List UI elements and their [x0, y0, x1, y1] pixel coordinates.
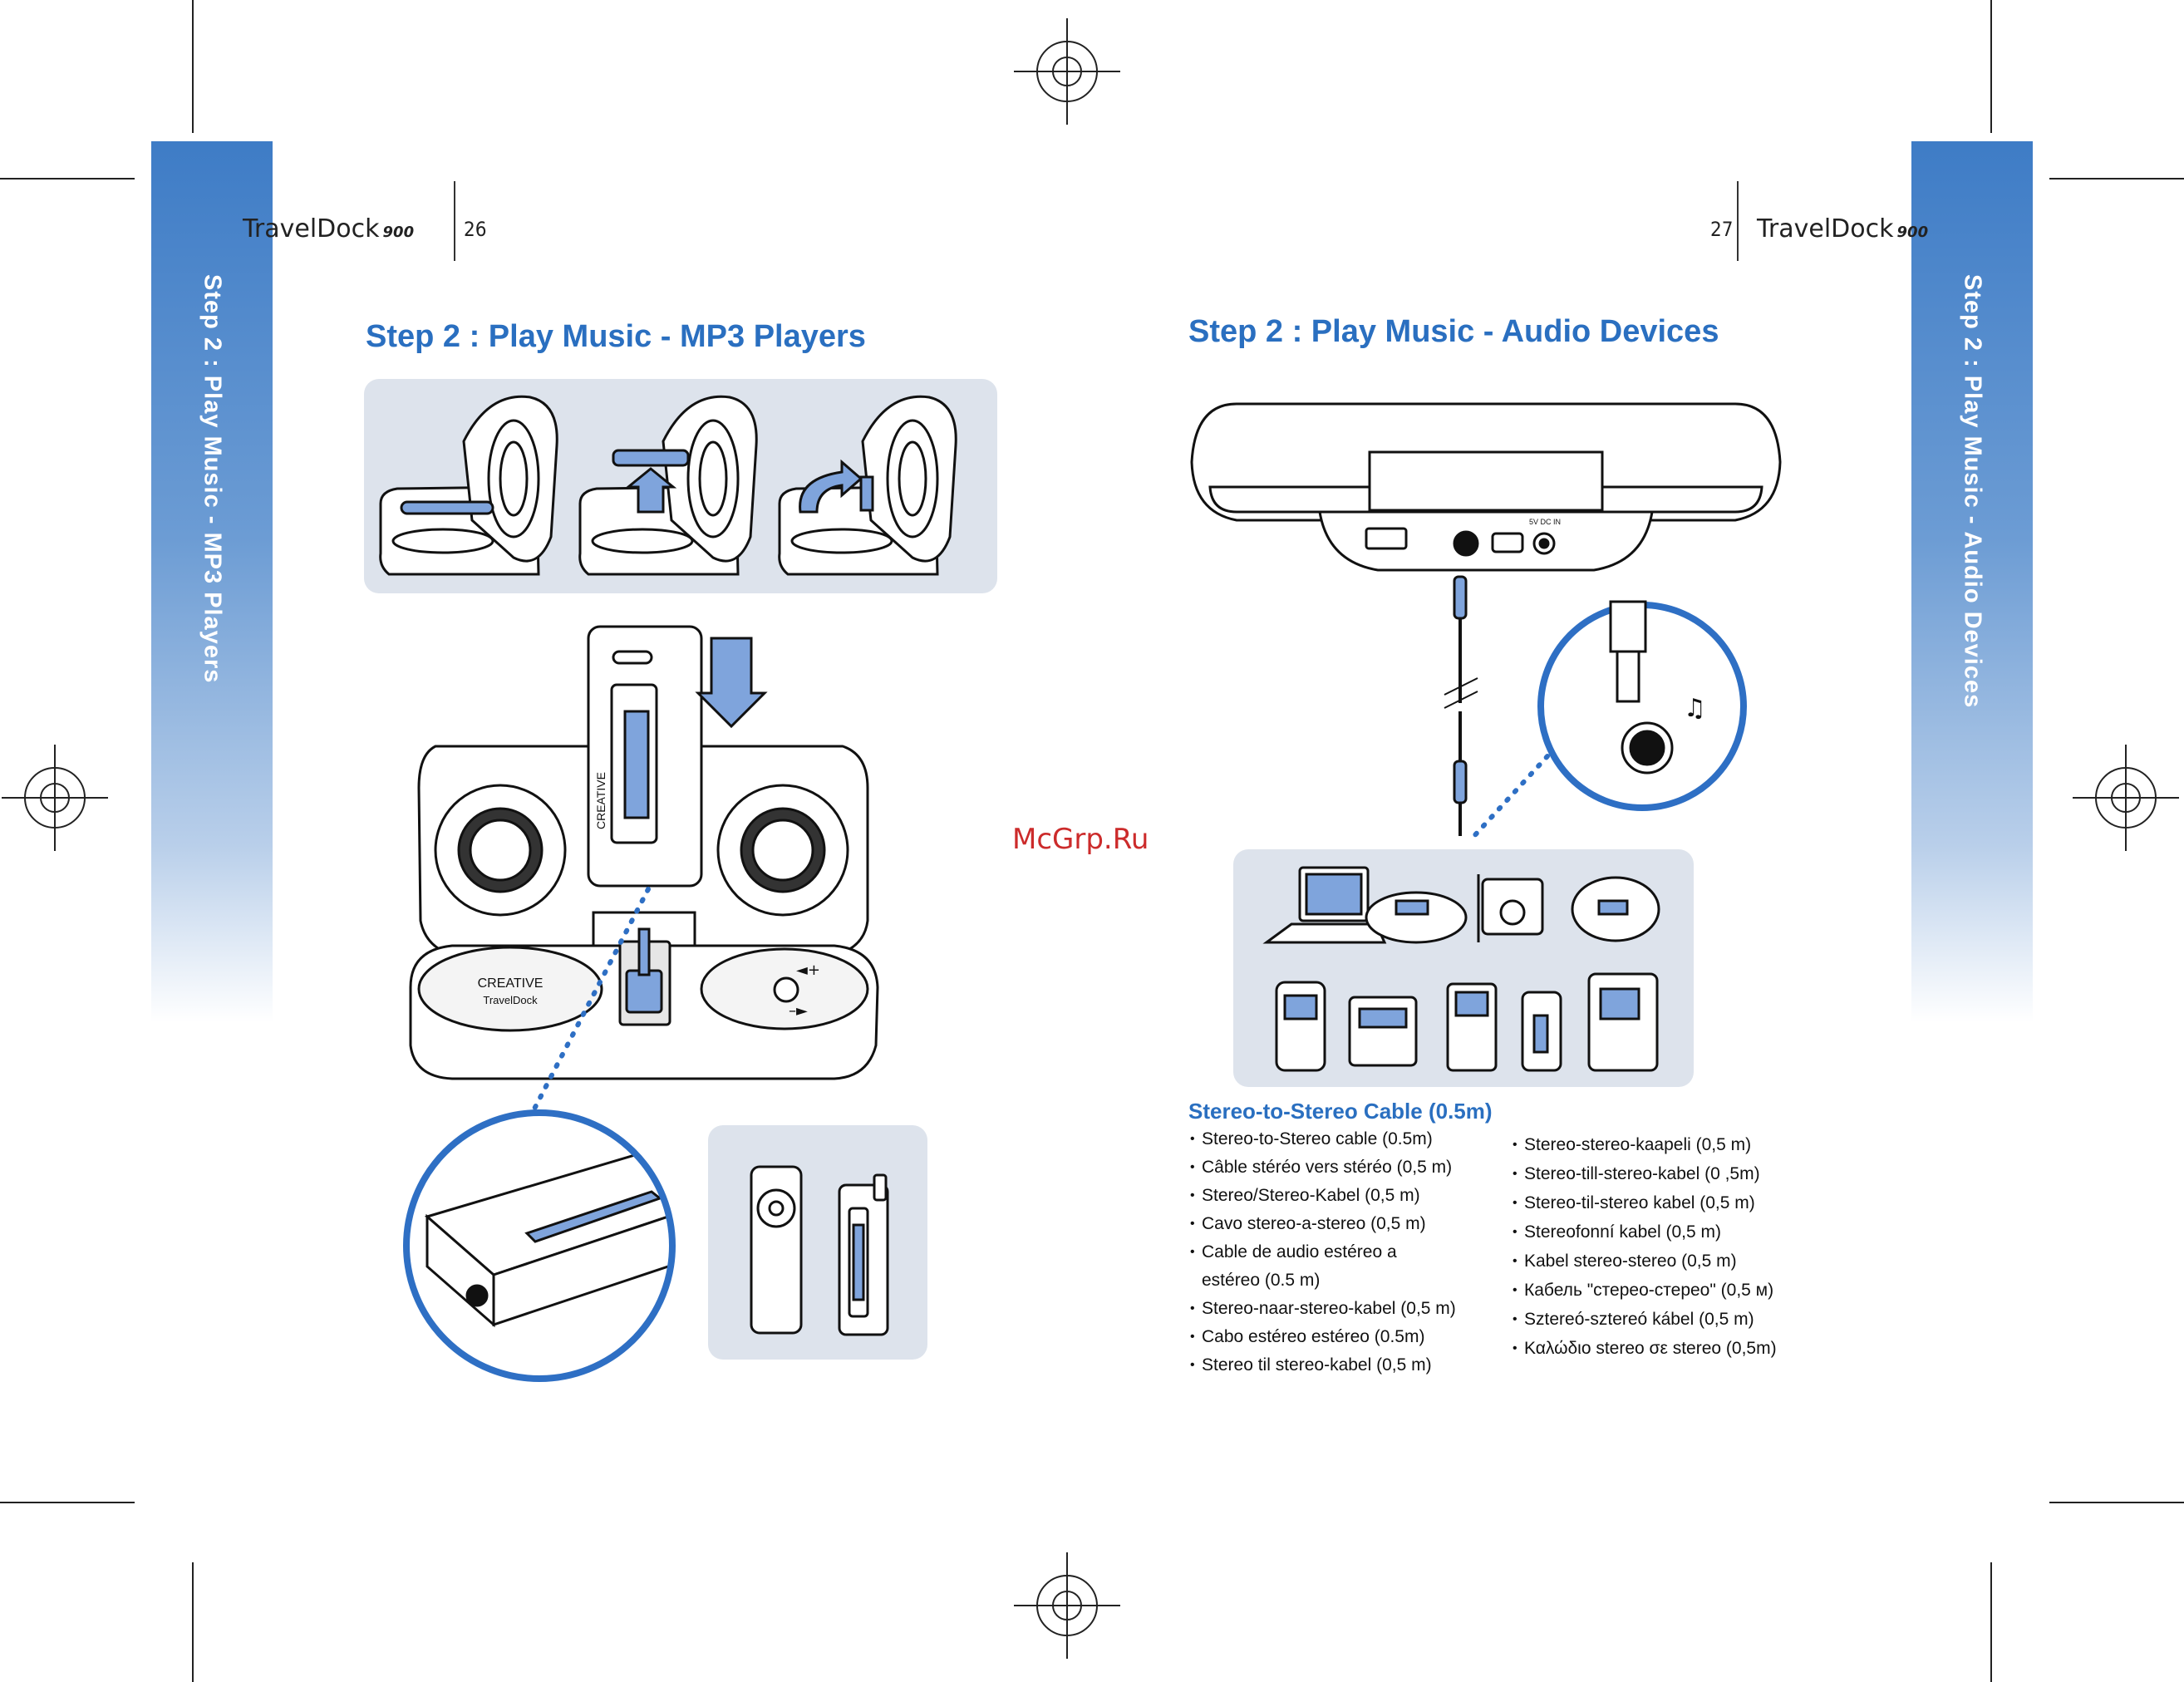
dock-steps-illustration [379, 395, 957, 576]
volume-down-label: –► [789, 1002, 808, 1020]
list-item: Cavo stereo-a-stereo (0,5 m) [1190, 1210, 1506, 1238]
list-item: Stereofonní kabel (0,5 m) [1513, 1217, 1828, 1247]
dock-with-mp3-player-illustration: CREATIVE CREATIVE TravelDock ◄+ –► [409, 625, 879, 1080]
volume-up-label: ◄+ [796, 961, 820, 979]
dc-in-label: 5V DC IN [1529, 518, 1561, 526]
power-icon [773, 976, 799, 1003]
left-callout-dots [529, 887, 651, 1116]
list-item: Stereo-till-stereo-kabel (0 ,5m) [1513, 1159, 1828, 1188]
list-item: Stereo-stereo-kaapeli (0,5 m) [1513, 1130, 1828, 1159]
list-item: Καλώδιο stereo σε stereo (0,5m) [1513, 1334, 1828, 1363]
registration-mark-left [2, 745, 108, 851]
watermark-text: McGrp.Ru [1012, 823, 1149, 856]
headphone-symbol-icon: ♫ [1684, 694, 1706, 723]
right-page-title: Step 2 : Play Music - Audio Devices [1188, 314, 1719, 349]
list-item: Stereo-naar-stereo-kabel (0,5 m) [1190, 1295, 1506, 1323]
headphone-jack-zoom-illustration [403, 1109, 676, 1382]
registration-mark-bottom [1014, 1552, 1120, 1659]
line-in-port-icon [1453, 530, 1479, 557]
list-item: Cable de audio estéreo a estéreo (0.5 m) [1190, 1238, 1443, 1295]
right-side-tab: Step 2 : Play Music - Audio Devices [1911, 141, 2033, 1022]
right-brand-name: TravelDock [1757, 214, 1894, 243]
right-header-divider [1737, 181, 1739, 261]
left-page-title: Step 2 : Play Music - MP3 Players [366, 319, 866, 354]
left-header-divider [454, 181, 455, 261]
left-page-number: 26 [464, 218, 487, 241]
right-page-number: 27 [1710, 218, 1734, 241]
list-item: Sztereó-sztereó kábel (0,5 m) [1513, 1305, 1828, 1334]
usb-port-icon [1365, 527, 1408, 550]
player-brand-label: CREATIVE [594, 772, 607, 829]
list-item: Stereo-to-Stereo cable (0.5m) [1190, 1125, 1506, 1153]
left-side-tab: Step 2 : Play Music - MP3 Players [151, 141, 273, 1022]
headphone-jack-icon [465, 1284, 489, 1307]
compatible-players-illustration [750, 1165, 889, 1336]
compatible-players-panel [708, 1125, 927, 1360]
audio-devices-illustration [1262, 866, 1660, 1072]
list-item: Stereo til stereo-kabel (0,5 m) [1190, 1351, 1506, 1380]
list-item: Stereo-til-stereo kabel (0,5 m) [1513, 1188, 1828, 1217]
list-item: Câble stéréo vers stéréo (0,5 m) [1190, 1153, 1506, 1182]
cable-names-list-col2: Stereo-stereo-kaapeli (0,5 m) Stereo-til… [1513, 1130, 1828, 1363]
registration-mark-right [2073, 745, 2179, 851]
line-in-zoom-illustration: ♫ [1537, 600, 1747, 811]
cable-names-list-col1: Stereo-to-Stereo cable (0.5m) Câble stér… [1190, 1125, 1506, 1380]
left-tab-label: Step 2 : Play Music - MP3 Players [199, 274, 226, 684]
list-item: Cabo estéreo estéreo (0.5m) [1190, 1323, 1506, 1351]
right-callout-dots [1470, 754, 1550, 840]
list-item: Stereo/Stereo-Kabel (0,5 m) [1190, 1182, 1506, 1210]
left-brand-name: TravelDock [243, 214, 380, 243]
list-item: Kabel stereo-stereo (0,5 m) [1513, 1247, 1828, 1276]
right-brand-model: 900 [1896, 224, 1929, 241]
switch-icon [1491, 532, 1524, 553]
right-tab-label: Step 2 : Play Music - Audio Devices [1959, 274, 1986, 709]
stereo-cable-illustration [1444, 575, 1478, 836]
left-brand-model: 900 [382, 224, 415, 241]
cable-section-heading: Stereo-to-Stereo Cable (0.5m) [1188, 1099, 1493, 1124]
registration-mark-top [1014, 18, 1120, 125]
dock-logo-text: CREATIVE [478, 976, 544, 991]
list-item: Кабель "стерео-стерео" (0,5 м) [1513, 1276, 1828, 1305]
dock-rear-ports-illustration: 5V DC IN [1190, 402, 1782, 572]
dock-logo-sub: TravelDock [483, 994, 538, 1006]
